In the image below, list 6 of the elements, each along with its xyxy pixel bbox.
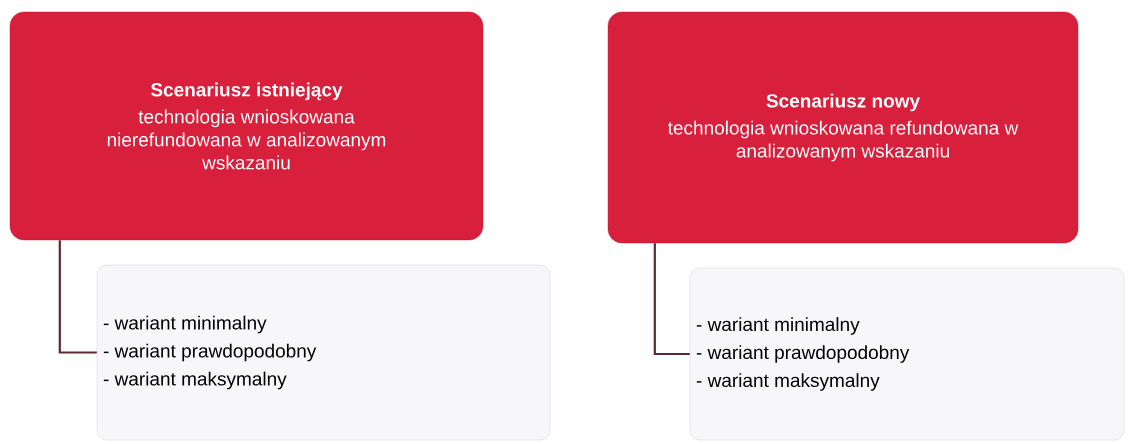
variant-list-box: - wariant minimalny - wariant prawdopodobny - wariant maksymalny bbox=[96, 264, 551, 441]
variant-list-box: - wariant minimalny - wariant prawdopodobny - wariant maksymalny bbox=[689, 267, 1125, 441]
connector-line bbox=[58, 240, 97, 354]
connector-line bbox=[653, 243, 690, 356]
scenario-box: Scenariusz nowy technologia wnioskowana refundowana w analizowanym wskazaniu bbox=[607, 11, 1079, 244]
scenario-box: Scenariusz istniejący technologia wnioskowana nierefundowana w analizowanym wskazaniu bbox=[9, 11, 484, 241]
